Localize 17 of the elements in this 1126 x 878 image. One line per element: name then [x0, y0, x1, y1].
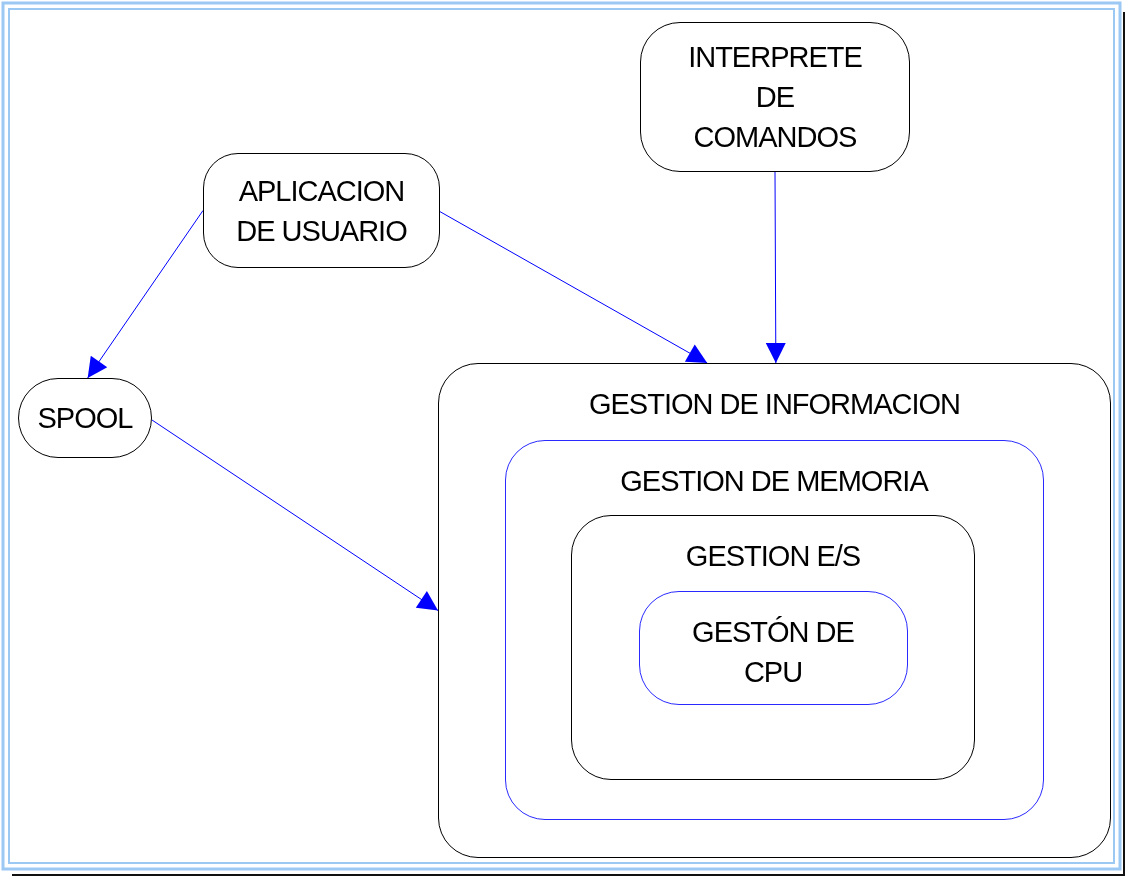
arrow [87, 210, 204, 379]
arrow [439, 211, 708, 364]
node-label: GESTION DE INFORMACION [587, 387, 962, 422]
layer-box [438, 363, 1111, 858]
node-label: GESTION DE MEMORIA [619, 463, 930, 499]
arrow [151, 419, 439, 611]
layer-box [571, 515, 975, 780]
node-label: APLICACION DE USUARIO [235, 173, 408, 249]
process-box [640, 22, 910, 172]
layer-box [504, 439, 1044, 820]
process-box [203, 153, 440, 268]
node-label: GESTÓN DE CPU [691, 614, 855, 690]
layer-box [638, 590, 908, 705]
arrow [765, 171, 786, 364]
node-label: GESTION E/S [684, 539, 862, 574]
node-label: INTERPRETE DE COMANDOS [687, 40, 863, 155]
node-label: SPOOL [36, 401, 134, 436]
